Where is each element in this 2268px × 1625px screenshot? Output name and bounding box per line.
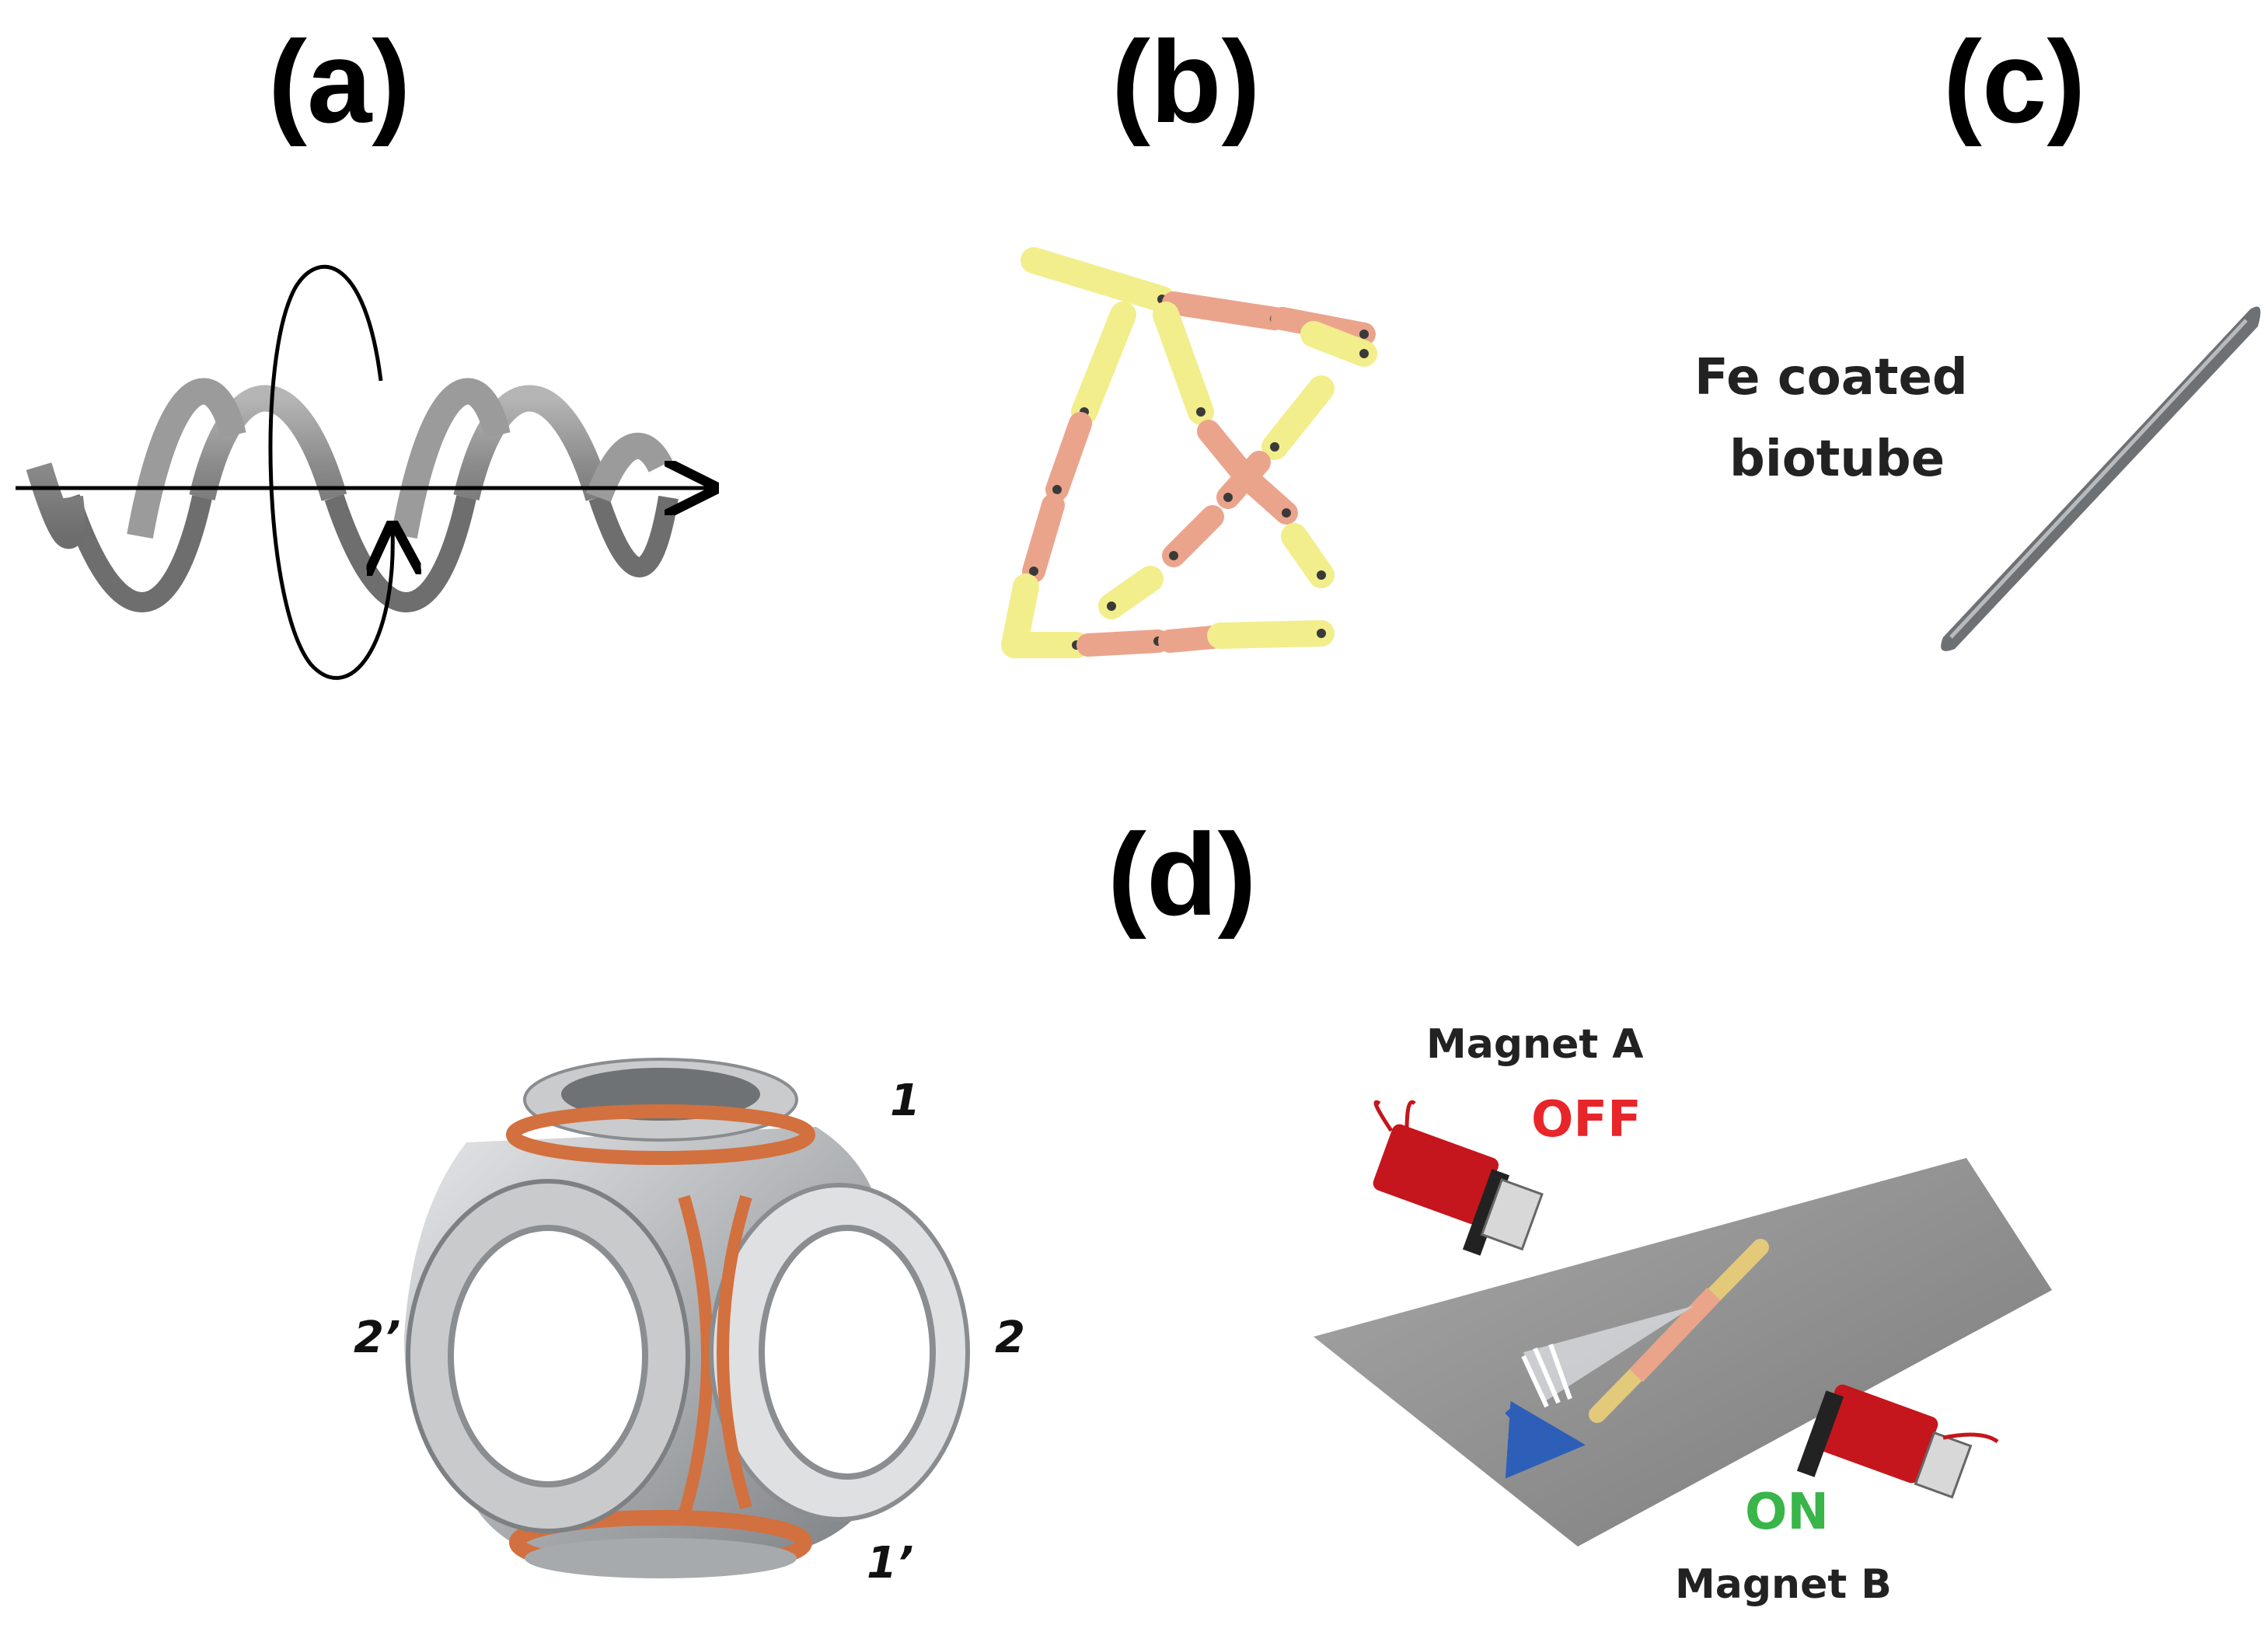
- rod-joint: [1223, 493, 1233, 502]
- rotation-arrow: [268, 264, 393, 680]
- rod-joint: [1052, 485, 1062, 494]
- rod-joint: [1317, 629, 1326, 638]
- rod-joint: [1270, 442, 1279, 452]
- motion-arrow: [1505, 1400, 1586, 1479]
- magnet-setup: [1314, 1100, 2052, 1547]
- panel-label-a: (a): [268, 16, 411, 147]
- helix-ribbon-back: [60, 493, 679, 612]
- yellow-rod: [1098, 566, 1164, 619]
- biotube-caption-line1: Fe coated: [1694, 349, 1968, 406]
- coil-label-2-prime: 2’: [354, 1313, 401, 1363]
- pink-segment: [1158, 626, 1224, 653]
- pink-segment: [1197, 420, 1255, 486]
- magnet-b-state: ON: [1745, 1484, 1829, 1541]
- panel-label-c: (c): [1943, 16, 2086, 147]
- pink-segment: [1162, 291, 1286, 330]
- yellow-rod: [1281, 523, 1335, 588]
- pink-segment: [1022, 493, 1065, 583]
- magnet-b-coil: [1796, 1384, 1999, 1499]
- rod-joint: [1196, 407, 1206, 417]
- coil-label-1: 1: [890, 1076, 920, 1126]
- helix-diagram: [16, 264, 711, 680]
- biotube-caption-line2: biotube: [1729, 431, 1945, 488]
- pink-segment: [1076, 629, 1170, 657]
- yellow-rod: [1261, 375, 1335, 460]
- surface-plate: [1314, 1158, 2052, 1547]
- yellow-rod: [1071, 302, 1136, 425]
- yellow-rod: [1021, 247, 1175, 312]
- panel-label-b: (b): [1111, 16, 1261, 147]
- rod-joint: [1282, 508, 1291, 518]
- rod-joint: [1169, 551, 1178, 560]
- pink-segment: [1216, 451, 1271, 509]
- panel-label-d: (d): [1108, 809, 1257, 940]
- pink-segment: [1240, 470, 1298, 525]
- rod-joint: [1359, 349, 1369, 358]
- coil-label-1-prime: 1’: [867, 1538, 914, 1588]
- magnet-a-label: Magnet A: [1426, 1021, 1644, 1068]
- micro-swimmer: [1521, 1239, 1769, 1423]
- coil-label-2: 2: [995, 1313, 1025, 1363]
- rod-joint: [1107, 602, 1116, 611]
- magnet-a-coil: [1373, 1100, 1544, 1256]
- rod-assembly-diagram: [1001, 247, 1377, 658]
- fe-coated-biotube: [1941, 306, 2261, 651]
- magnet-a-state: OFF: [1531, 1091, 1642, 1149]
- rod-joint: [1317, 570, 1326, 580]
- yellow-rod: [1153, 302, 1214, 425]
- coil-cube-frame: [404, 1058, 970, 1578]
- pink-segment: [1162, 505, 1224, 567]
- pink-segment: [1045, 412, 1092, 501]
- magnet-b-label: Magnet B: [1675, 1561, 1892, 1608]
- yellow-rod: [1207, 620, 1335, 649]
- rod-joint: [1029, 567, 1038, 576]
- helix-ribbon-front: [26, 385, 612, 549]
- yellow-rod: [1300, 321, 1377, 367]
- rod-joint: [1359, 330, 1369, 339]
